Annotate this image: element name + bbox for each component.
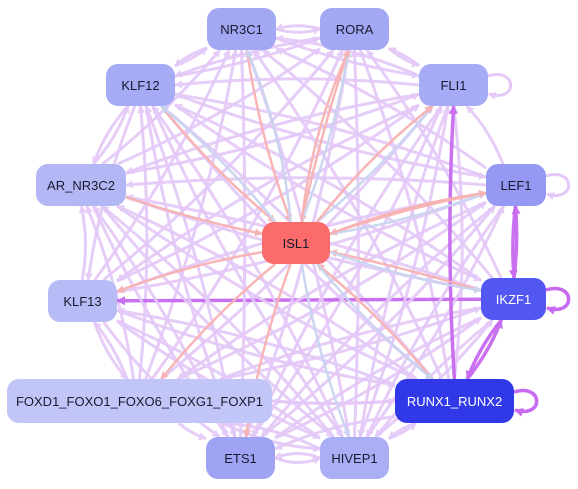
edge-isl1-to-hivep1	[300, 263, 351, 438]
node-nr3c1[interactable]: NR3C1	[207, 8, 276, 50]
edge-isl1-to-klf13	[116, 250, 263, 293]
edge-isl1-to-foxd1	[160, 263, 276, 380]
edge-ets1-to-lef1	[260, 205, 496, 439]
node-klf12[interactable]: KLF12	[106, 64, 175, 106]
edge-runx1-to-ar_nr3c2	[116, 204, 418, 381]
edge-klf13-to-rora	[102, 49, 335, 282]
edge-isl1-to-lef1	[329, 189, 487, 236]
edge-nr3c1-to-isl1	[245, 49, 293, 223]
edge-klf12-to-ikzf1	[174, 103, 482, 282]
edge-isl1-to-fli1	[315, 105, 434, 223]
edge-klf13-to-runx1	[116, 308, 396, 388]
edge-hivep1-to-foxd1	[221, 419, 321, 451]
node-isl1[interactable]: ISL1	[262, 222, 330, 264]
node-hivep1[interactable]: HIVEP1	[320, 437, 389, 479]
edge-rora-to-fli1	[388, 47, 420, 68]
edge-fli1-to-ets1	[251, 105, 443, 438]
edge-ar_nr3c2-to-rora	[117, 47, 321, 166]
node-foxd1-foxo1-foxo6-foxg1-foxp1[interactable]: FOXD1_FOXO1_FOXO6_FOXG1_FOXP1	[7, 379, 272, 423]
edge-nr3c1-to-rora	[275, 27, 321, 35]
edge-hivep1-to-fli1	[358, 105, 451, 438]
edge-fli1-to-klf13	[116, 103, 420, 283]
node-ikzf1[interactable]: IKZF1	[481, 278, 546, 320]
edge-runx1-to-foxd1	[271, 397, 396, 406]
edge-runx1-to-isl1	[316, 263, 434, 380]
edge-isl1-to-rora	[300, 49, 350, 223]
edge-isl1-to-lef1	[329, 191, 487, 236]
node-ets1[interactable]: ETS1	[206, 437, 275, 479]
edge-rora-to-isl1	[299, 49, 350, 223]
self-loop-fli1	[487, 73, 513, 100]
edge-isl1-to-rora	[300, 49, 352, 223]
edge-klf13-to-fli1	[116, 103, 420, 283]
edge-isl1-to-klf12	[160, 105, 277, 223]
node-fli1[interactable]: FLI1	[419, 64, 488, 106]
self-loop-ikzf1	[545, 286, 571, 315]
self-loop-lef1	[545, 173, 571, 200]
edge-ikzf1-to-klf12	[174, 103, 482, 282]
node-klf13[interactable]: KLF13	[48, 280, 117, 322]
edge-ets1-to-hivep1	[274, 456, 321, 465]
edge-fli1-to-klf12	[174, 77, 420, 89]
edge-lef1-to-hivep1	[365, 205, 505, 438]
edge-nr3c1-to-klf12	[174, 46, 208, 68]
node-lef1[interactable]: LEF1	[486, 164, 546, 206]
edge-ikzf1-to-isl1	[329, 249, 482, 292]
edge-hivep1-to-klf13	[116, 319, 321, 440]
node-rora[interactable]: RORA	[320, 8, 389, 50]
edge-fli1-to-hivep1	[357, 105, 450, 438]
edge-foxd1-to-rora	[150, 49, 344, 380]
edge-ar_nr3c2-to-isl1	[125, 195, 263, 237]
edge-foxd1-to-ets1	[177, 421, 207, 441]
edge-rora-to-nr3c1	[275, 23, 321, 31]
edge-isl1-to-fli1	[316, 105, 434, 223]
edge-hivep1-to-klf12	[151, 105, 344, 438]
edge-ar_nr3c2-to-runx1	[116, 204, 418, 381]
edge-runx1-to-fli1	[448, 105, 458, 380]
self-loop-runx1	[513, 388, 539, 417]
edge-isl1-to-nr3c1	[245, 49, 292, 223]
edge-ikzf1-to-lef1	[511, 205, 521, 279]
edge-isl1-to-ikzf1	[329, 250, 482, 294]
edge-hivep1-to-ets1	[274, 451, 321, 460]
edge-klf12-to-isl1	[160, 105, 277, 223]
edge-ar_nr3c2-to-klf12	[92, 105, 130, 166]
edge-ar_nr3c2-to-fli1	[125, 92, 420, 175]
edge-hivep1-to-rora	[350, 49, 360, 438]
edge-klf13-to-ar_nr3c2	[78, 205, 87, 281]
edge-lef1-to-ets1	[260, 204, 496, 438]
edge-hivep1-to-runx1	[388, 421, 417, 440]
edge-runx1-to-klf13	[116, 307, 396, 387]
edge-lef1-to-foxd1	[176, 200, 487, 381]
edge-isl1-to-runx1	[316, 263, 434, 380]
edge-ikzf1-to-runx1	[465, 318, 503, 380]
node-ar-nr3c2[interactable]: AR_NR3C2	[36, 164, 126, 206]
edge-klf13-to-foxd1	[93, 321, 129, 380]
edge-ikzf1-to-ets1	[274, 316, 482, 440]
edge-hivep1-to-ar_nr3c2	[101, 204, 335, 438]
edge-hivep1-to-lef1	[365, 205, 505, 438]
edge-ets1-to-fli1	[251, 105, 443, 438]
node-runx1-runx2[interactable]: RUNX1_RUNX2	[395, 379, 514, 423]
edge-lef1-to-fli1	[465, 104, 505, 165]
